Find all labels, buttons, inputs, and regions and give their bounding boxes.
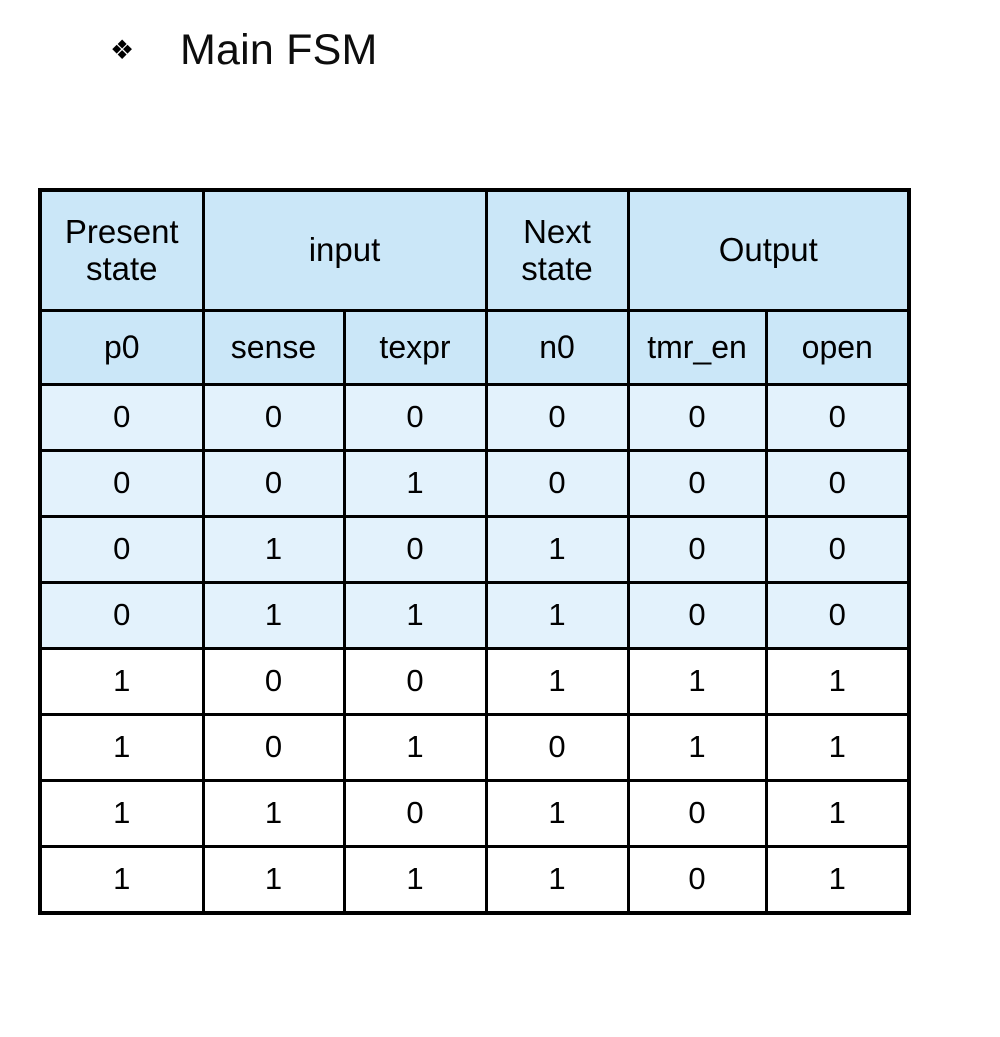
cell-p0: 1	[38, 845, 205, 915]
cell-sense: 0	[201, 713, 346, 782]
table-row: 0 0 1 0 0 0	[38, 449, 912, 518]
cell-texpr: 1	[342, 581, 488, 650]
table-row: 0 0 0 0 0 0	[38, 383, 912, 452]
cell-texpr: 1	[342, 713, 488, 782]
page-title: Main FSM	[180, 26, 378, 74]
cell-tmr-en: 0	[626, 779, 768, 848]
cell-tmr-en: 0	[626, 581, 768, 650]
cell-n0: 0	[484, 383, 630, 452]
cell-sense: 1	[201, 779, 346, 848]
group-header-input: input	[201, 188, 488, 312]
cell-n0: 0	[484, 449, 630, 518]
column-header-texpr: texpr	[342, 309, 488, 386]
cell-texpr: 0	[342, 647, 488, 716]
cell-tmr-en: 1	[626, 647, 768, 716]
cell-texpr: 0	[342, 383, 488, 452]
cell-n0: 1	[484, 647, 630, 716]
cell-p0: 1	[38, 647, 205, 716]
cell-tmr-en: 0	[626, 449, 768, 518]
cell-n0: 1	[484, 779, 630, 848]
cell-sense: 0	[201, 647, 346, 716]
table-row: 1 0 0 1 1 1	[38, 647, 912, 716]
table-row: 1 1 0 1 0 1	[38, 779, 912, 848]
table-column-header-row: p0 sense texpr n0 tmr_en open	[38, 309, 912, 386]
cell-sense: 1	[201, 845, 346, 915]
cell-sense: 0	[201, 383, 346, 452]
cell-texpr: 0	[342, 515, 488, 584]
cell-sense: 1	[201, 515, 346, 584]
column-header-sense: sense	[201, 309, 346, 386]
cell-open: 0	[764, 581, 912, 650]
cell-n0: 1	[484, 515, 630, 584]
cell-p0: 0	[38, 581, 205, 650]
cell-open: 1	[764, 845, 912, 915]
column-header-n0: n0	[484, 309, 630, 386]
cell-tmr-en: 1	[626, 713, 768, 782]
fsm-truth-table-container: Present state input Next state Output p0…	[38, 188, 912, 915]
cell-p0: 0	[38, 515, 205, 584]
cell-n0: 1	[484, 581, 630, 650]
cell-n0: 0	[484, 713, 630, 782]
cell-sense: 1	[201, 581, 346, 650]
cell-tmr-en: 0	[626, 383, 768, 452]
cell-p0: 1	[38, 713, 205, 782]
cell-p0: 0	[38, 383, 205, 452]
cell-tmr-en: 0	[626, 515, 768, 584]
cell-texpr: 0	[342, 779, 488, 848]
column-header-open: open	[764, 309, 912, 386]
slide-title: ❖ Main FSM	[110, 26, 378, 75]
cell-sense: 0	[201, 449, 346, 518]
cell-open: 1	[764, 647, 912, 716]
column-header-tmr-en: tmr_en	[626, 309, 768, 386]
cell-texpr: 1	[342, 449, 488, 518]
cell-texpr: 1	[342, 845, 488, 915]
cell-open: 0	[764, 449, 912, 518]
fsm-truth-table: Present state input Next state Output p0…	[38, 188, 912, 915]
group-header-next-state: Next state	[484, 188, 630, 312]
cell-n0: 1	[484, 845, 630, 915]
cell-open: 1	[764, 713, 912, 782]
table-row: 0 1 0 1 0 0	[38, 515, 912, 584]
cell-p0: 0	[38, 449, 205, 518]
table-row: 0 1 1 1 0 0	[38, 581, 912, 650]
diamond-bullet-icon: ❖	[110, 35, 135, 66]
group-header-present-state: Present state	[38, 188, 205, 312]
table-row: 1 1 1 1 0 1	[38, 845, 912, 915]
group-header-output: Output	[626, 188, 912, 312]
table-group-header-row: Present state input Next state Output	[38, 188, 912, 312]
cell-tmr-en: 0	[626, 845, 768, 915]
cell-p0: 1	[38, 779, 205, 848]
table-row: 1 0 1 0 1 1	[38, 713, 912, 782]
cell-open: 1	[764, 779, 912, 848]
column-header-p0: p0	[38, 309, 205, 386]
cell-open: 0	[764, 515, 912, 584]
cell-open: 0	[764, 383, 912, 452]
